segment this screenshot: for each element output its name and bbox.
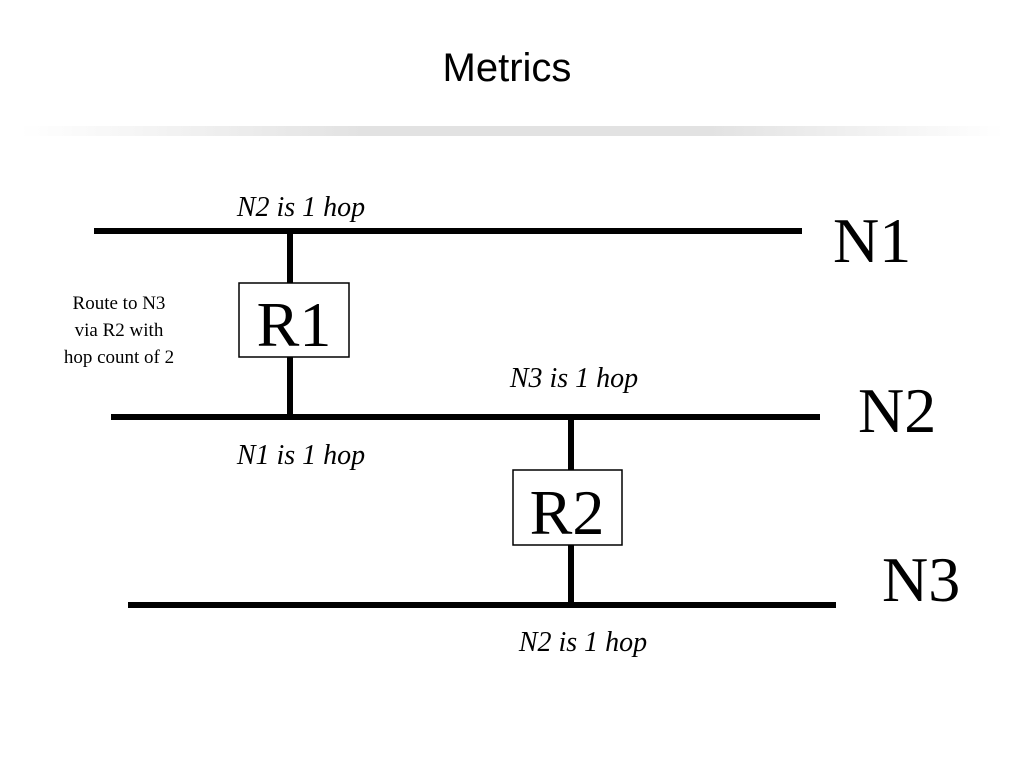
network-label-n2: N2 — [858, 375, 936, 446]
hop-label-r2-n3: N3 is 1 hop — [509, 363, 638, 394]
network-label-n3: N3 — [882, 544, 960, 615]
router-label-r1: R1 — [257, 289, 332, 360]
router-box-r1 — [238, 282, 350, 358]
router-box-r2 — [512, 469, 623, 546]
hop-label-r1-n1: N1 is 1 hop — [236, 440, 365, 471]
title-divider — [20, 126, 1004, 136]
network-label-n1: N1 — [833, 205, 911, 276]
route-note-line-3: hop count of 2 — [64, 347, 174, 368]
route-note-line-2: via R2 with — [75, 320, 164, 341]
hop-label-r2-n2: N2 is 1 hop — [518, 627, 647, 658]
slide-title: Metrics — [442, 46, 572, 90]
router-label-r2: R2 — [530, 477, 605, 548]
hop-label-r1-n2: N2 is 1 hop — [236, 192, 365, 223]
route-note-line-1: Route to N3 — [73, 293, 166, 314]
